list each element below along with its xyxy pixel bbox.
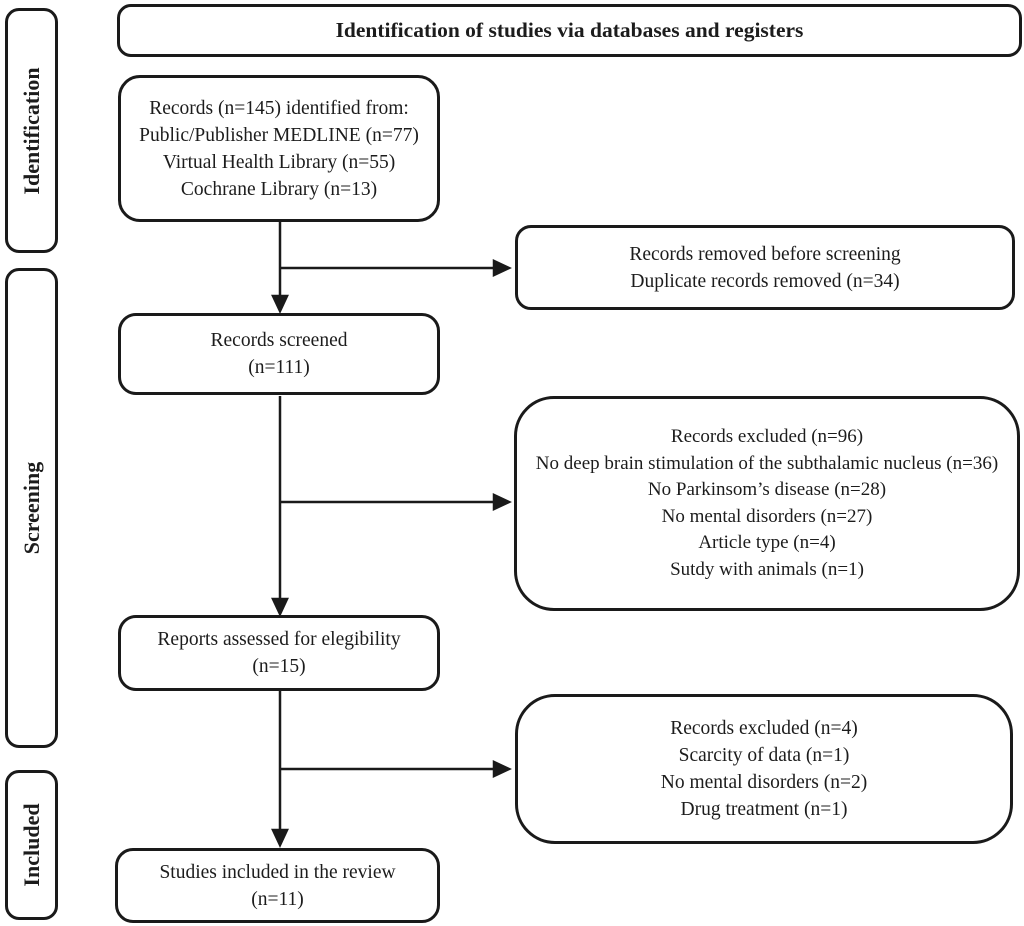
records-excluded-screening-box: Records excluded (n=96) No deep brain st… [514,396,1020,611]
arrowhead-screened-to-assessed [271,597,289,617]
diagram-title: Identification of studies via databases … [335,18,804,42]
records-screened-line: Records screened [210,330,348,351]
records-removed-box: Records removed before screening Duplica… [515,225,1015,310]
reports-assessed-box: Reports assessed for elegibility (n=15) [118,615,440,691]
records-excluded-screening-line: No deep brain stimulation of the subthal… [535,452,999,474]
diagram-title-box: Identification of studies via databases … [117,4,1022,57]
records-identified-line: Virtual Health Library (n=55) [162,151,396,173]
studies-included-line: (n=11) [251,888,304,910]
stage-screening-label: Screening [18,461,44,555]
stage-included: Included [5,770,58,920]
arrowhead-to-records-excluded-screening [492,493,512,511]
stage-screening: Screening [5,268,58,748]
records-excluded-screening-line: No mental disorders (n=27) [661,505,873,527]
records-excluded-screening-line: Sutdy with animals (n=1) [670,558,864,580]
records-identified-box: Records (n=145) identified from: Public/… [118,75,440,222]
arrowhead-assessed-to-included [271,828,289,848]
stage-identification: Identification [5,8,58,253]
records-excluded-screening-line: Records excluded (n=96) [670,426,864,447]
records-excluded-screening-line: No Parkinsom’s disease (n=28) [647,479,887,500]
records-excluded-eligibility-line: Scarcity of data (n=1) [678,745,850,766]
records-screened-box: Records screened (n=111) [118,313,440,395]
records-identified-line: Public/Publisher MEDLINE (n=77) [139,124,419,146]
records-excluded-eligibility-line: Drug treatment (n=1) [680,799,848,820]
arrowhead-to-records-excluded-eligibility [492,760,512,778]
arrowhead-to-records-removed [492,259,512,277]
records-excluded-eligibility-box: Records excluded (n=4) Scarcity of data … [515,694,1013,844]
studies-included-line: Studies included in the review [159,861,396,883]
studies-included-box: Studies included in the review (n=11) [115,848,440,923]
stage-included-label: Included [18,803,44,887]
records-identified-line: Records (n=145) identified from: [149,97,409,119]
records-removed-line: Records removed before screening [629,243,901,265]
records-excluded-eligibility-line: Records excluded (n=4) [670,718,858,739]
stage-identification-label: Identification [18,66,44,195]
reports-assessed-line: Reports assessed for elegibility [157,629,401,650]
arrowhead-identified-to-screened [271,294,289,314]
records-identified-line: Cochrane Library (n=13) [180,178,378,200]
records-excluded-screening-line: Article type (n=4) [698,532,836,553]
records-removed-line: Duplicate records removed (n=34) [630,270,900,292]
records-screened-line: (n=111) [248,357,310,378]
records-excluded-eligibility-line: No mental disorders (n=2) [660,772,868,793]
reports-assessed-line: (n=15) [252,656,306,677]
